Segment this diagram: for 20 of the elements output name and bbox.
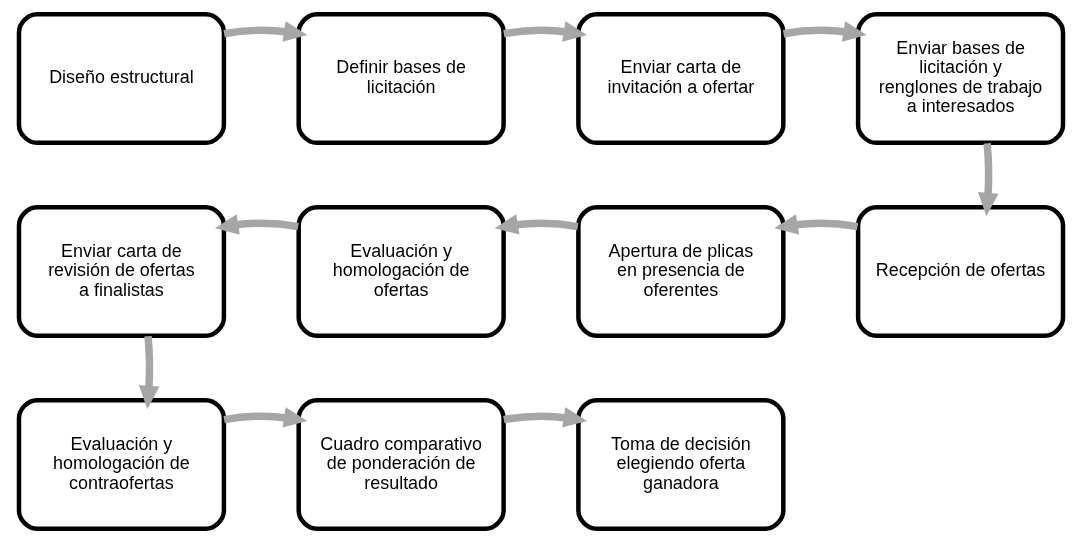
arrow (503, 21, 588, 42)
node-box: Evaluación y homologación de contraofertas (16, 397, 227, 531)
node-box: Recepción de ofertas (855, 204, 1066, 339)
arrow (223, 407, 308, 428)
arrow (503, 407, 588, 428)
arrow (223, 21, 308, 42)
node-box: Diseño estructural (16, 12, 227, 146)
node-box: Enviar carta de revisión de ofertas a finalistas (16, 204, 227, 339)
node-box: Enviar carta de invitación a ofertar (576, 12, 786, 146)
arrow (782, 21, 867, 42)
arrow (774, 214, 859, 235)
node-box: Enviar bases de licitación y renglones de trabajo a interesados (855, 12, 1066, 146)
node-box: Cuadro comparativo de ponderación de resultado (296, 397, 506, 531)
node-box: Apertura de plicas en presencia de oferentes (576, 204, 786, 339)
node-box: Definir bases de licitación (296, 12, 506, 146)
node-box: Toma de decisión elegiendo oferta ganadora (576, 397, 786, 531)
arrow (138, 335, 160, 410)
arrow (214, 214, 299, 235)
arrow (494, 214, 579, 235)
node-box: Evaluación y homologación de ofertas (296, 204, 506, 339)
